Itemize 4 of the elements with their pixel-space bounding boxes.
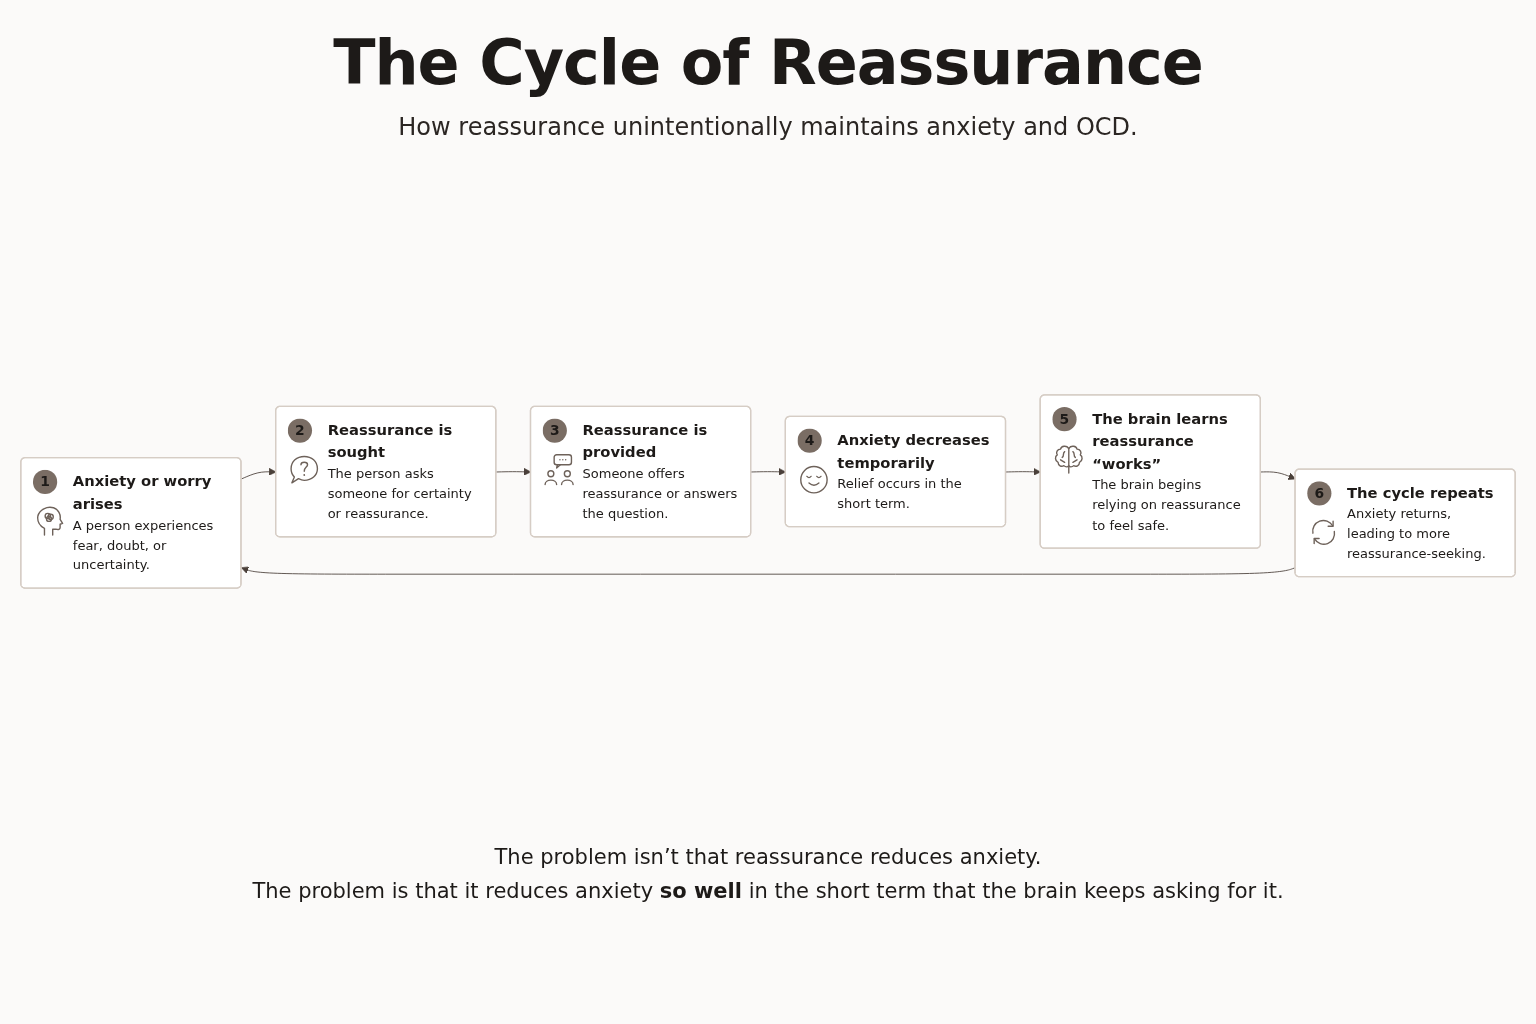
subtitle: How reassurance unintentionally maintains anxiety and OCD. <box>398 113 1138 141</box>
title: The Cycle of Reassurance <box>333 26 1203 99</box>
note-text: The problem isn’t that reassurance reduces anxiety. <box>494 844 1042 871</box>
note-text: The problem is that it reduces anxiety so well in the short term that the brain keeps asking for it. <box>252 877 1284 905</box>
